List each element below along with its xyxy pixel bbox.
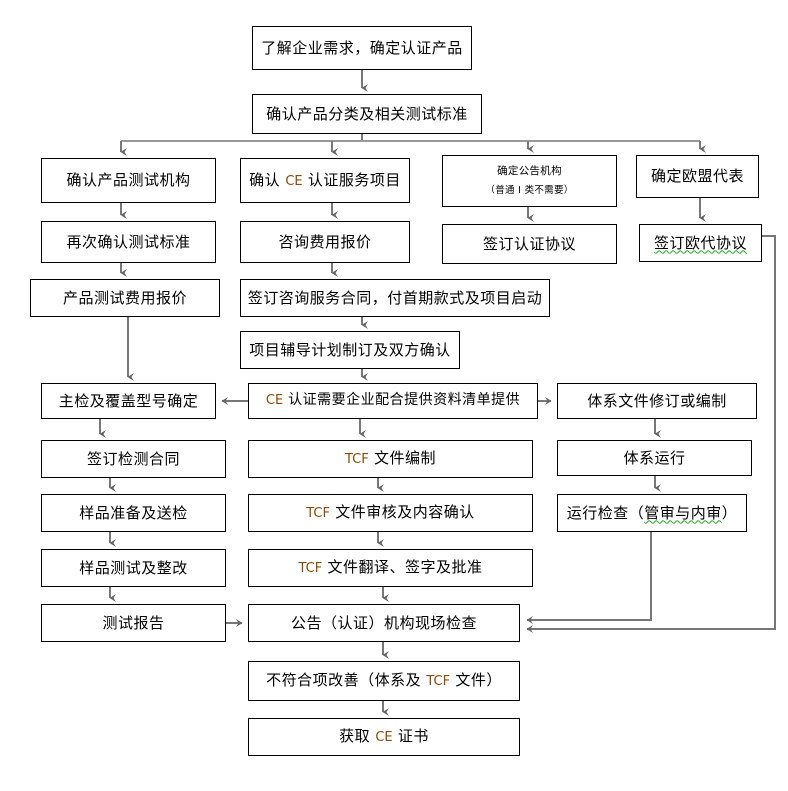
node-sample-preparation-submission[interactable]: 样品准备及送检 <box>41 494 226 532</box>
node-label-spell: 管审与内审 <box>644 503 722 522</box>
node-label: 运行检查（管审与内审） <box>567 504 738 523</box>
node-label: 确认 CE 认证服务项目 <box>249 171 401 190</box>
node-label: 公告（认证）机构现场检查 <box>290 613 477 632</box>
node-label: 主检及覆盖型号确定 <box>58 391 199 410</box>
node-label-accent: TCF <box>298 561 323 577</box>
node-project-plan-confirmation[interactable]: 项目辅导计划制订及双方确认 <box>240 331 460 369</box>
node-label: 确认产品测试机构 <box>66 171 191 190</box>
node-label-pre: 确认 <box>249 170 286 189</box>
node-label: 样品测试及整改 <box>79 558 188 577</box>
node-confirm-test-lab[interactable]: 确认产品测试机构 <box>41 158 216 203</box>
node-label: TCF 文件审核及内容确认 <box>306 503 475 522</box>
node-understand-requirements[interactable]: 了解企业需求，确定认证产品 <box>252 26 472 70</box>
node-label-accent: CE <box>375 730 393 746</box>
node-label-sub: （普通 I 类不需要） <box>485 185 574 197</box>
node-label: 签订咨询服务合同，付首期款式及项目启动 <box>247 288 543 307</box>
node-label: 产品测试费用报价 <box>62 288 187 307</box>
node-label: 确认产品分类及相关测试标准 <box>266 104 468 123</box>
node-label: 签订认证协议 <box>482 234 576 253</box>
node-tcf-translation-signature-approval[interactable]: TCF 文件翻译、签字及批准 <box>248 549 533 587</box>
node-label-post: ） <box>721 503 738 522</box>
node-tcf-document-preparation[interactable]: TCF 文件编制 <box>248 440 533 478</box>
node-label-pre: 获取 <box>339 727 376 746</box>
node-label-pre: 运行检查（ <box>566 503 645 522</box>
node-tcf-review-confirmation[interactable]: TCF 文件审核及内容确认 <box>248 494 533 532</box>
node-label: TCF 文件编制 <box>345 449 436 468</box>
node-product-test-fee-quote[interactable]: 产品测试费用报价 <box>30 279 220 317</box>
node-consulting-fee-quote[interactable]: 咨询费用报价 <box>240 221 410 263</box>
node-determine-eu-representative[interactable]: 确定欧盟代表 <box>636 155 759 198</box>
node-label: 体系文件修订或编制 <box>587 391 727 410</box>
node-label: 咨询费用报价 <box>278 232 372 251</box>
node-label: CE 认证需要企业配合提供资料清单提供 <box>266 392 520 410</box>
connector-n10-n26 <box>526 235 776 633</box>
node-label: 签订欧代协议 <box>653 233 747 252</box>
node-sign-testing-contract[interactable]: 签订检测合同 <box>41 440 226 478</box>
node-label-post: 文件翻译、签字及批准 <box>322 558 483 577</box>
node-label-pre: 不符合项改善（体系及 <box>266 671 427 690</box>
node-label-main: 确定公告机构 <box>497 164 562 177</box>
node-label: 获取 CE 证书 <box>339 727 429 746</box>
node-obtain-ce-certificate[interactable]: 获取 CE 证书 <box>248 718 520 756</box>
node-operation-inspection-audit[interactable]: 运行检查（管审与内审） <box>557 494 747 532</box>
connector-n22-n26 <box>526 532 652 624</box>
node-label-post: 文件） <box>450 671 502 690</box>
node-sign-consulting-contract[interactable]: 签订咨询服务合同，付首期款式及项目启动 <box>240 279 550 317</box>
node-system-operation[interactable]: 体系运行 <box>557 440 752 476</box>
node-label: 项目辅导计划制订及双方确认 <box>249 340 451 359</box>
node-sign-eu-rep-agreement[interactable]: 签订欧代协议 <box>639 224 762 262</box>
node-confirm-ce-service-items[interactable]: 确认 CE 认证服务项目 <box>240 158 410 203</box>
node-determine-notified-body[interactable]: 确定公告机构 （普通 I 类不需要） <box>442 155 617 207</box>
node-sample-test-rectification[interactable]: 样品测试及整改 <box>41 549 226 587</box>
node-sign-certification-agreement[interactable]: 签订认证协议 <box>442 224 617 264</box>
node-label-accent: CE <box>265 393 284 409</box>
node-ce-document-list[interactable]: CE 认证需要企业配合提供资料清单提供 <box>248 383 538 419</box>
node-reconfirm-test-standards[interactable]: 再次确认测试标准 <box>41 221 216 263</box>
node-nonconformity-correction[interactable]: 不符合项改善（体系及 TCF 文件） <box>248 661 520 701</box>
node-label: 不符合项改善（体系及 TCF 文件） <box>266 671 502 690</box>
node-label: 确定欧盟代表 <box>650 167 744 186</box>
node-label: 体系运行 <box>623 448 686 467</box>
node-label-post: 认证服务项目 <box>302 170 401 189</box>
node-label-post: 文件编制 <box>368 449 436 468</box>
node-label: 了解企业需求，确定认证产品 <box>261 38 463 57</box>
node-label: 再次确认测试标准 <box>66 232 191 251</box>
node-label-post: 文件审核及内容确认 <box>329 503 475 522</box>
node-main-test-model-confirm[interactable]: 主检及覆盖型号确定 <box>41 383 216 419</box>
node-label-accent: TCF <box>344 452 369 468</box>
node-label-post: 认证需要企业配合提供资料清单提供 <box>283 392 521 409</box>
node-test-report[interactable]: 测试报告 <box>41 604 226 642</box>
node-label-accent: TCF <box>426 674 451 690</box>
node-label-accent: CE <box>285 173 303 189</box>
node-system-document-revision[interactable]: 体系文件修订或编制 <box>557 383 757 419</box>
node-label: TCF 文件翻译、签字及批准 <box>298 558 482 577</box>
node-label: 样品准备及送检 <box>79 503 188 522</box>
node-label-post: 证书 <box>392 727 429 746</box>
node-confirm-classification-standards[interactable]: 确认产品分类及相关测试标准 <box>252 94 482 134</box>
node-label-accent: TCF <box>306 506 330 522</box>
node-notified-body-onsite-audit[interactable]: 公告（认证）机构现场检查 <box>248 604 520 642</box>
node-label: 测试报告 <box>102 613 165 632</box>
node-label: 签订检测合同 <box>86 449 180 468</box>
